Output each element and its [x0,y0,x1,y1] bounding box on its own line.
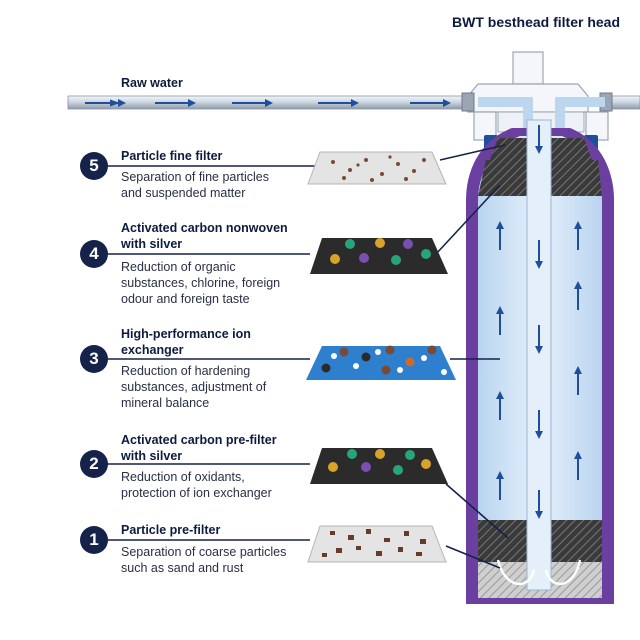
stage-number-badge: 4 [80,240,108,268]
sample-particle-prefilter [307,525,447,563]
stage-description: Reduction of oxidants, protection of ion… [121,470,272,500]
leader-line-4b [435,184,501,255]
leader-line-2b [445,483,509,539]
stage-title: High-performance ion exchanger [121,327,251,357]
stage-title: Particle pre-filter [121,523,221,537]
sample-carbon-prefilter [310,448,448,484]
leader-lines [100,144,509,569]
filter-head-title: BWT besthead filter head [452,14,621,30]
stage-number-badge: 2 [80,450,108,478]
raw-water-label: Raw water [121,76,183,90]
stage-description: Reduction of organic substances, chlorin… [121,260,281,306]
stage-description: Separation of fine particles and suspend… [121,170,270,200]
stage-title: Activated carbon nonwoven with silver [121,221,288,251]
leader-line-1b [445,545,501,569]
stage-description: Reduction of hardening substances, adjus… [121,364,267,410]
sample-fine-filter [307,151,447,185]
sample-carbon-nonwoven [310,238,448,274]
stage-number-badge: 3 [80,345,108,373]
leader-line-5b [439,144,506,161]
sample-ion-exchanger [306,345,456,380]
stage-description: Separation of coarse particles such as s… [121,545,287,575]
stage-number-badge: 5 [80,152,108,180]
filter-cartridge [466,119,614,604]
output-pipe [611,95,640,110]
stage-number-badge: 1 [80,526,108,554]
cartridge-flow-arrows [496,125,582,519]
stage-title: Particle fine filter [121,149,223,163]
stage-title: Activated carbon pre-filter with silver [121,433,277,463]
